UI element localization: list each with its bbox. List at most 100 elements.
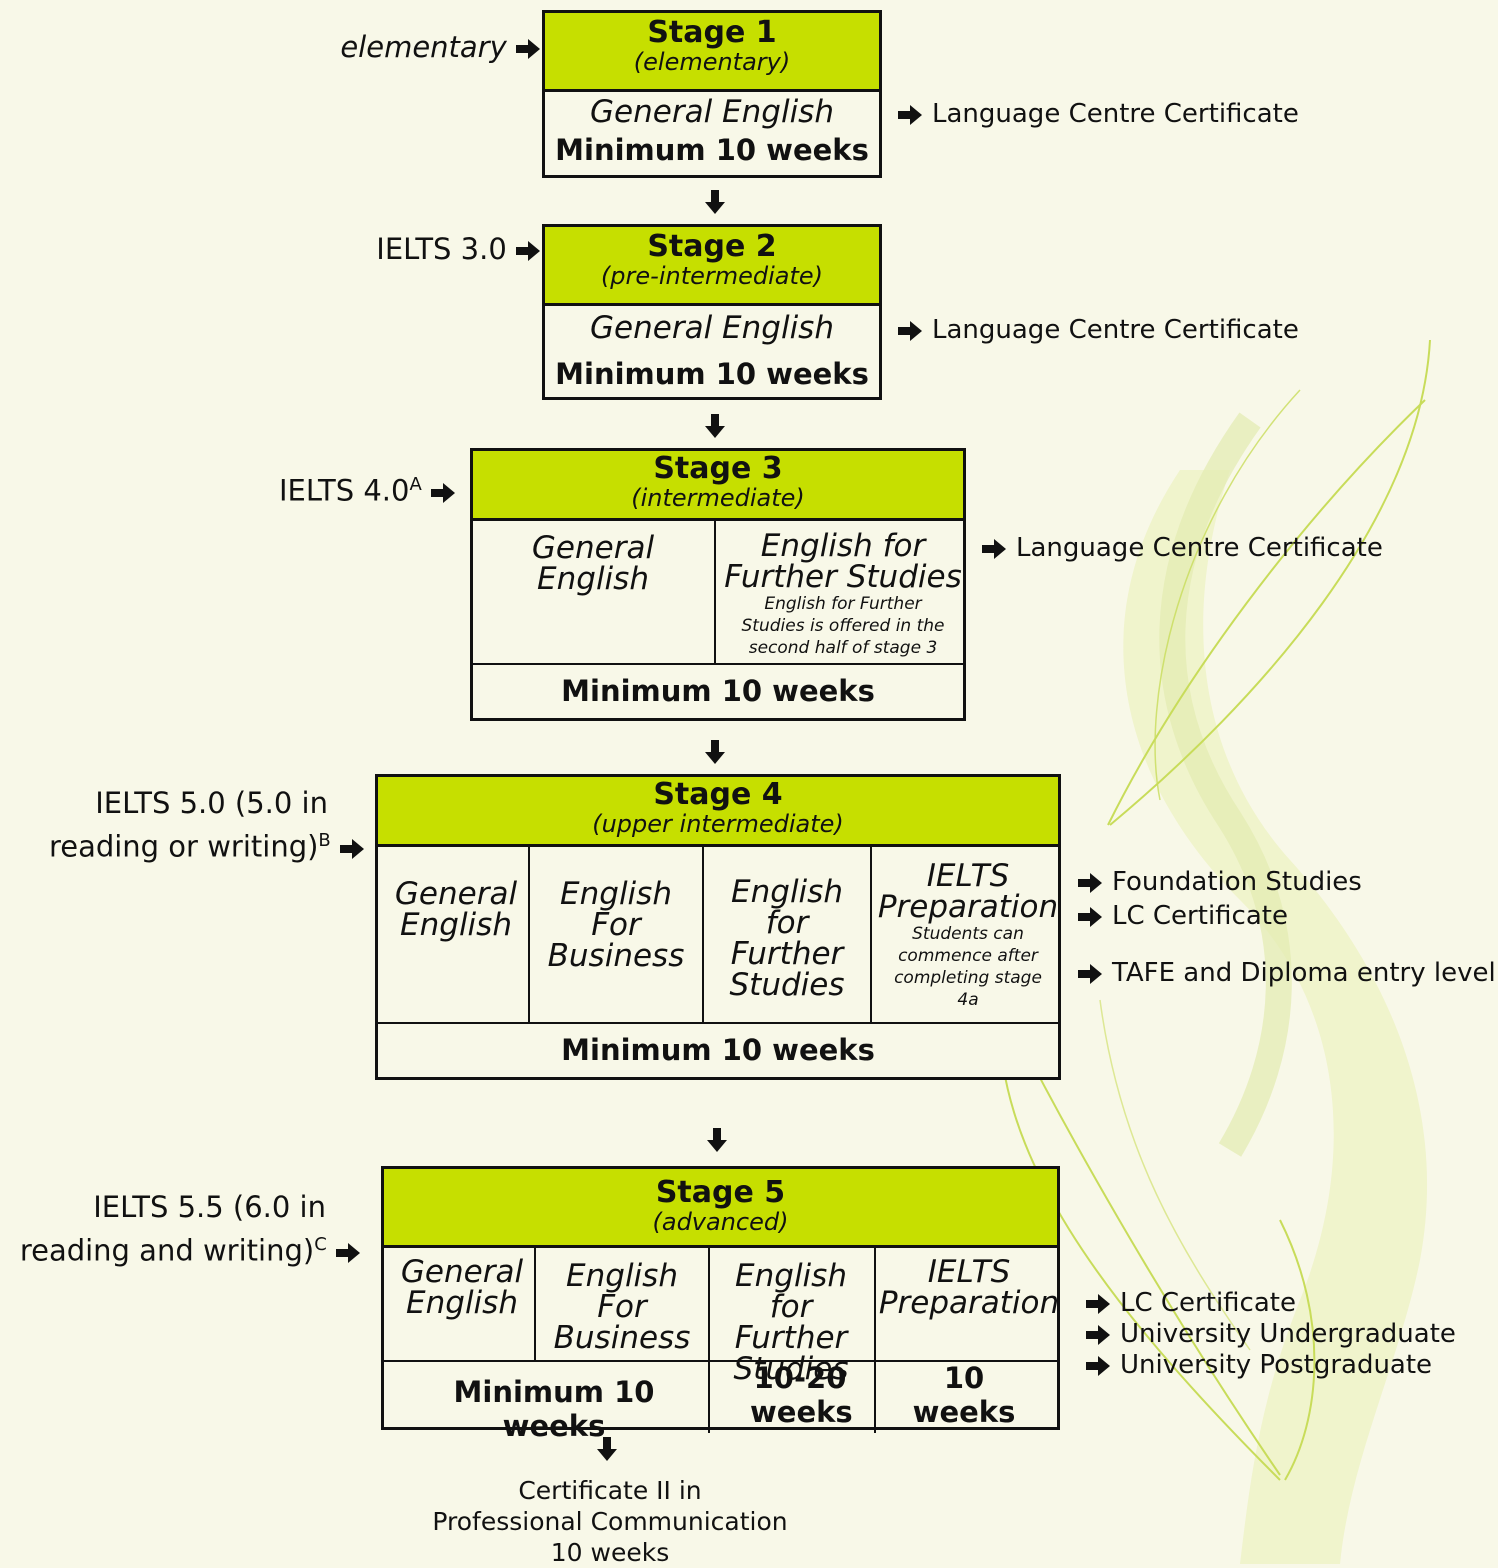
entry-label: IELTS 4.0 [278,473,410,508]
stage-4-box: Stage 4 (upper intermediate) General Eng… [375,774,1061,1080]
outcome-lc-certificate-5: LC Certificate [1086,1287,1296,1319]
right-arrow-icon [1078,906,1102,927]
outcome-university-postgraduate: University Postgraduate [1086,1349,1432,1381]
down-arrow-icon [597,1437,617,1461]
right-arrow-icon [340,838,364,859]
outcome-stage-1: Language Centre Certificate [898,98,1299,130]
stage-level: (advanced) [652,1208,789,1236]
entry-ielts-4: IELTS 4.0A [200,466,455,510]
outcome-tafe-diploma: TAFE and Diploma entry level [1078,957,1496,989]
stage-5-box: Stage 5 (advanced) General English Engli… [381,1166,1060,1443]
stage-level: (upper intermediate) [592,810,844,838]
entry-label: IELTS 3.0 [376,232,507,266]
entry-label: IELTS 5.5 (6.0 in [93,1190,326,1224]
outcome-label: Foundation Studies [1112,867,1362,897]
course-general-english: General English [590,310,834,346]
course-general-english: General English [394,876,518,943]
column-divider [870,847,872,1023]
outcome-label: University Postgraduate [1120,1350,1433,1380]
entry-label: reading and writing) [19,1233,315,1268]
course-note: English for Further Studies is offered i… [741,594,945,658]
entry-label: reading or writing) [48,829,319,864]
right-arrow-icon [431,482,455,503]
down-arrow-icon [705,414,725,438]
column-divider [714,521,716,663]
course-english-further-studies: English for Further Studies [733,1258,849,1387]
footnote-marker: B [318,830,331,851]
footnote-marker: A [409,474,422,495]
stage-title: Stage 4 [653,777,783,812]
entry-ielts-3: IELTS 3.0 [280,230,540,268]
row-divider [473,663,963,665]
stage-title: Stage 3 [653,451,783,486]
column-divider [874,1248,876,1433]
course-general-english: General English [400,1254,524,1321]
stage-3-box: Stage 3 (intermediate) General English E… [470,448,966,721]
stage-level: (intermediate) [631,484,805,512]
entry-label: IELTS 5.0 (5.0 in [95,786,328,820]
right-arrow-icon [516,39,540,59]
course-duration: Minimum 10 weeks [561,674,875,708]
outcome-label: LC Certificate [1120,1288,1296,1318]
outcome-foundation-studies: Foundation Studies [1078,866,1362,898]
row-divider [378,1022,1058,1024]
outcome-label: Language Centre Certificate [932,315,1299,345]
course-english-further-studies: English for Further Studies [729,874,845,1003]
course-note: Students can commence after completing s… [894,924,1042,1010]
entry-label: elementary [340,30,507,64]
course-duration: Minimum 10 weeks [555,133,869,167]
stage-level: (elementary) [633,48,791,76]
course-duration: Minimum 10 weeks [555,357,869,391]
stage-1-header: Stage 1 (elementary) [545,13,879,92]
outcome-stage-2: Language Centre Certificate [898,314,1299,346]
stage-level: (pre-intermediate) [600,262,824,290]
entry-ielts-5-5: IELTS 5.5 (6.0 in reading and writing)C [4,1188,360,1270]
outcome-stage-3: Language Centre Certificate [982,532,1383,564]
stage-2-box: Stage 2 (pre-intermediate) General Engli… [542,224,882,400]
entry-elementary: elementary [280,28,540,66]
stage-3-header: Stage 3 (intermediate) [473,451,963,521]
footnote-marker: C [314,1234,327,1255]
right-arrow-icon [516,241,540,261]
row-divider [384,1360,1057,1362]
right-arrow-icon [982,538,1006,559]
column-divider [708,1248,710,1433]
stage-4-header: Stage 4 (upper intermediate) [378,777,1058,847]
right-arrow-icon [1086,1293,1110,1314]
down-arrow-icon [705,190,725,214]
course-english-for-business: English For Business [553,1258,691,1356]
course-general-english: General English [531,530,655,597]
outcome-lc-certificate: LC Certificate [1078,900,1288,932]
final-certificate: Certificate II in Professional Communica… [410,1475,810,1568]
right-arrow-icon [1078,963,1102,984]
outcome-label: University Undergraduate [1120,1319,1456,1349]
right-arrow-icon [898,320,922,341]
entry-ielts-5: IELTS 5.0 (5.0 in reading or writing)B [20,784,364,866]
outcome-university-undergraduate: University Undergraduate [1086,1318,1456,1350]
stage-2-header: Stage 2 (pre-intermediate) [545,227,879,306]
course-general-english: General English [590,94,834,130]
right-arrow-icon [1078,872,1102,893]
down-arrow-icon [705,740,725,764]
outcome-label: TAFE and Diploma entry level [1112,958,1496,988]
down-arrow-icon [707,1128,727,1152]
stage-title: Stage 1 [647,15,777,50]
column-divider [528,847,530,1023]
right-arrow-icon [336,1242,360,1263]
final-line: Certificate II in [518,1476,702,1505]
course-duration: Minimum 10 weeks [453,1375,655,1443]
right-arrow-icon [1086,1324,1110,1345]
column-divider [534,1248,536,1362]
stage-title: Stage 2 [647,229,777,264]
right-arrow-icon [1086,1355,1110,1376]
final-line: Professional Communication [432,1507,788,1536]
course-ielts-preparation: IELTS Preparation [877,858,1059,925]
stage-5-header: Stage 5 (advanced) [384,1169,1057,1248]
course-duration-efs: 10-20 weeks [750,1361,853,1429]
outcome-label: LC Certificate [1112,901,1288,931]
stage-1-box: Stage 1 (elementary) General English Min… [542,10,882,178]
outcome-label: Language Centre Certificate [1016,533,1383,563]
course-english-for-business: English For Business [547,876,685,974]
right-arrow-icon [898,104,922,125]
course-duration: Minimum 10 weeks [561,1033,875,1067]
